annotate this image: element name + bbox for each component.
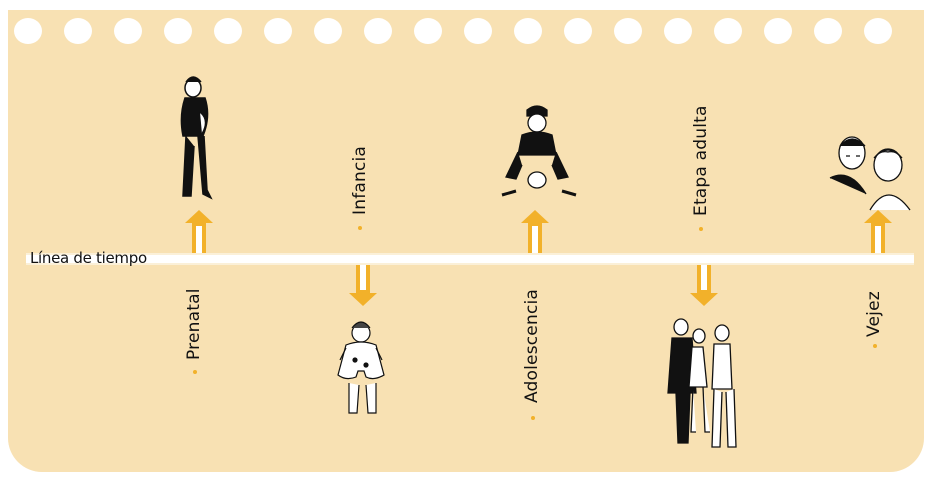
- child-illustration: [338, 322, 384, 413]
- elderly-couple-illustration: [830, 137, 910, 210]
- adult-couple-illustration: [668, 319, 736, 447]
- pregnant-woman-illustration: [181, 77, 211, 198]
- teen-skater-illustration: [502, 106, 576, 195]
